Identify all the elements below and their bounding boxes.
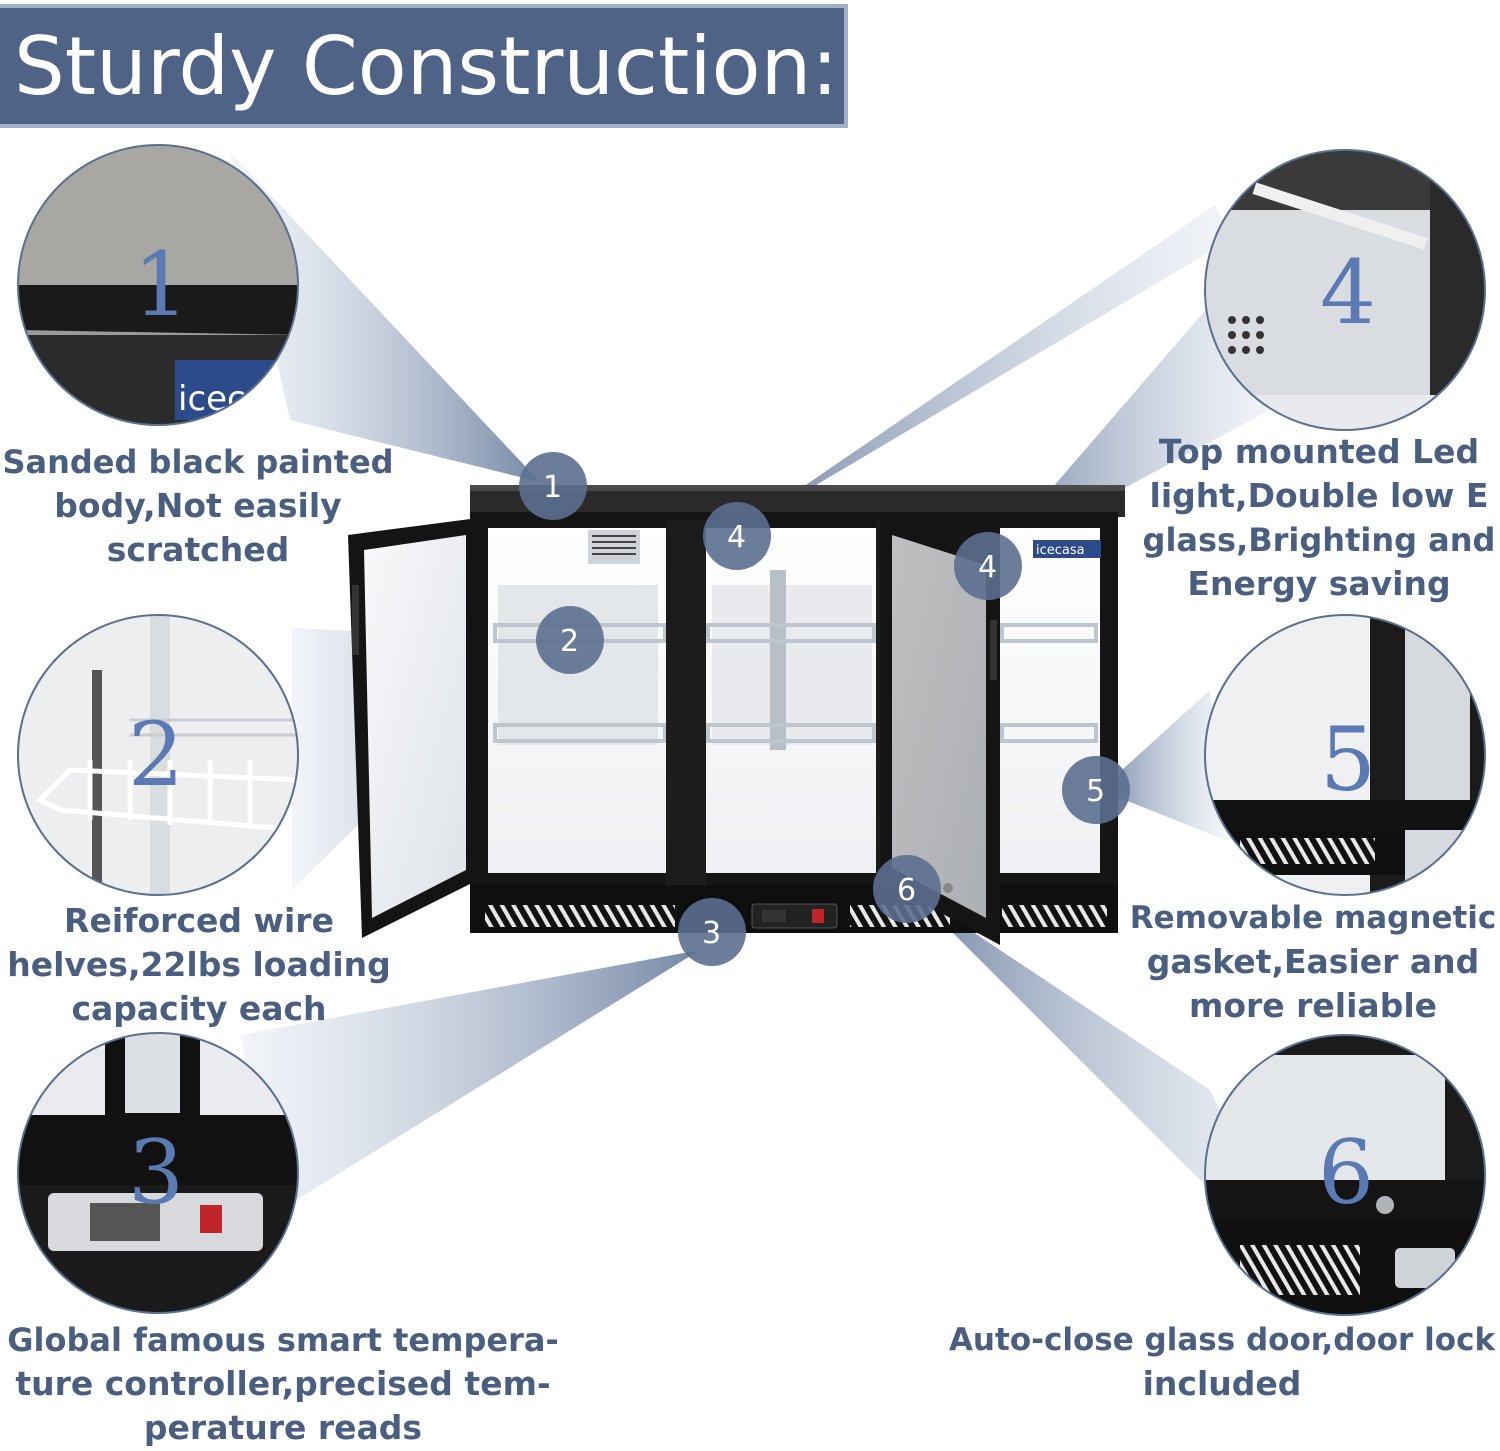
zoom-number-3: 3: [128, 1121, 184, 1224]
detail-circle-2: [17, 614, 299, 896]
zoom-numbers: 1 2 3 4 5 6: [128, 233, 1376, 1224]
svg-text:4: 4: [978, 550, 997, 585]
beam-5: [1100, 690, 1225, 840]
detail-circle-5: [1204, 614, 1486, 896]
badge-2: 2: [536, 606, 604, 674]
beam-3: [240, 950, 700, 1210]
svg-text:4: 4: [727, 520, 746, 555]
caption-feature-2: Reiforced wire helves,22lbs loading capa…: [7, 901, 391, 1028]
zoom-number-5: 5: [1320, 708, 1376, 811]
beam-4a: [740, 205, 1230, 530]
fan-vent: [588, 530, 640, 564]
zoom-number-2: 2: [128, 703, 184, 806]
svg-text:2: 2: [560, 624, 579, 659]
caption-feature-1: Sanded black painted body,Not easily scr…: [2, 443, 394, 569]
right-open-door: [880, 518, 1000, 945]
svg-text:3: 3: [702, 916, 721, 951]
page-title: Sturdy Construction:: [14, 19, 839, 113]
caption-feature-3: Global famous smart tempera- ture contro…: [7, 1321, 559, 1447]
svg-text:5: 5: [1086, 774, 1105, 809]
zoom-number-6: 6: [1318, 1121, 1374, 1224]
left-open-door: [348, 518, 478, 938]
svg-text:icec: icec: [178, 379, 246, 419]
zoom-number-1: 1: [133, 233, 189, 336]
temperature-controller: [751, 903, 838, 929]
beam-6: [910, 890, 1300, 1280]
svg-text:6: 6: [897, 873, 916, 908]
badge-4b: 4: [954, 532, 1022, 600]
badge-6: 6: [873, 855, 941, 923]
badge-1: 1: [519, 452, 587, 520]
title-banner: Sturdy Construction:: [0, 4, 848, 128]
beam-1: [230, 152, 540, 482]
badge-3: 3: [678, 898, 746, 966]
badge-5: 5: [1062, 756, 1130, 824]
brand-plate: icecasa: [1033, 540, 1101, 558]
caption-feature-6: Auto-close glass door,door lock included: [948, 1322, 1496, 1403]
caption-feature-4: Top mounted Led light,Double low E glass…: [1142, 432, 1496, 603]
product-badges: 1 2 3 4 4 5 6: [519, 452, 1130, 966]
svg-text:1: 1: [543, 470, 562, 505]
badge-4a: 4: [703, 502, 771, 570]
zoom-number-4: 4: [1320, 241, 1376, 344]
brand-label: icecasa: [1036, 543, 1085, 558]
caption-feature-5: Removable magnetic gasket,Easier and mor…: [1129, 900, 1497, 1025]
